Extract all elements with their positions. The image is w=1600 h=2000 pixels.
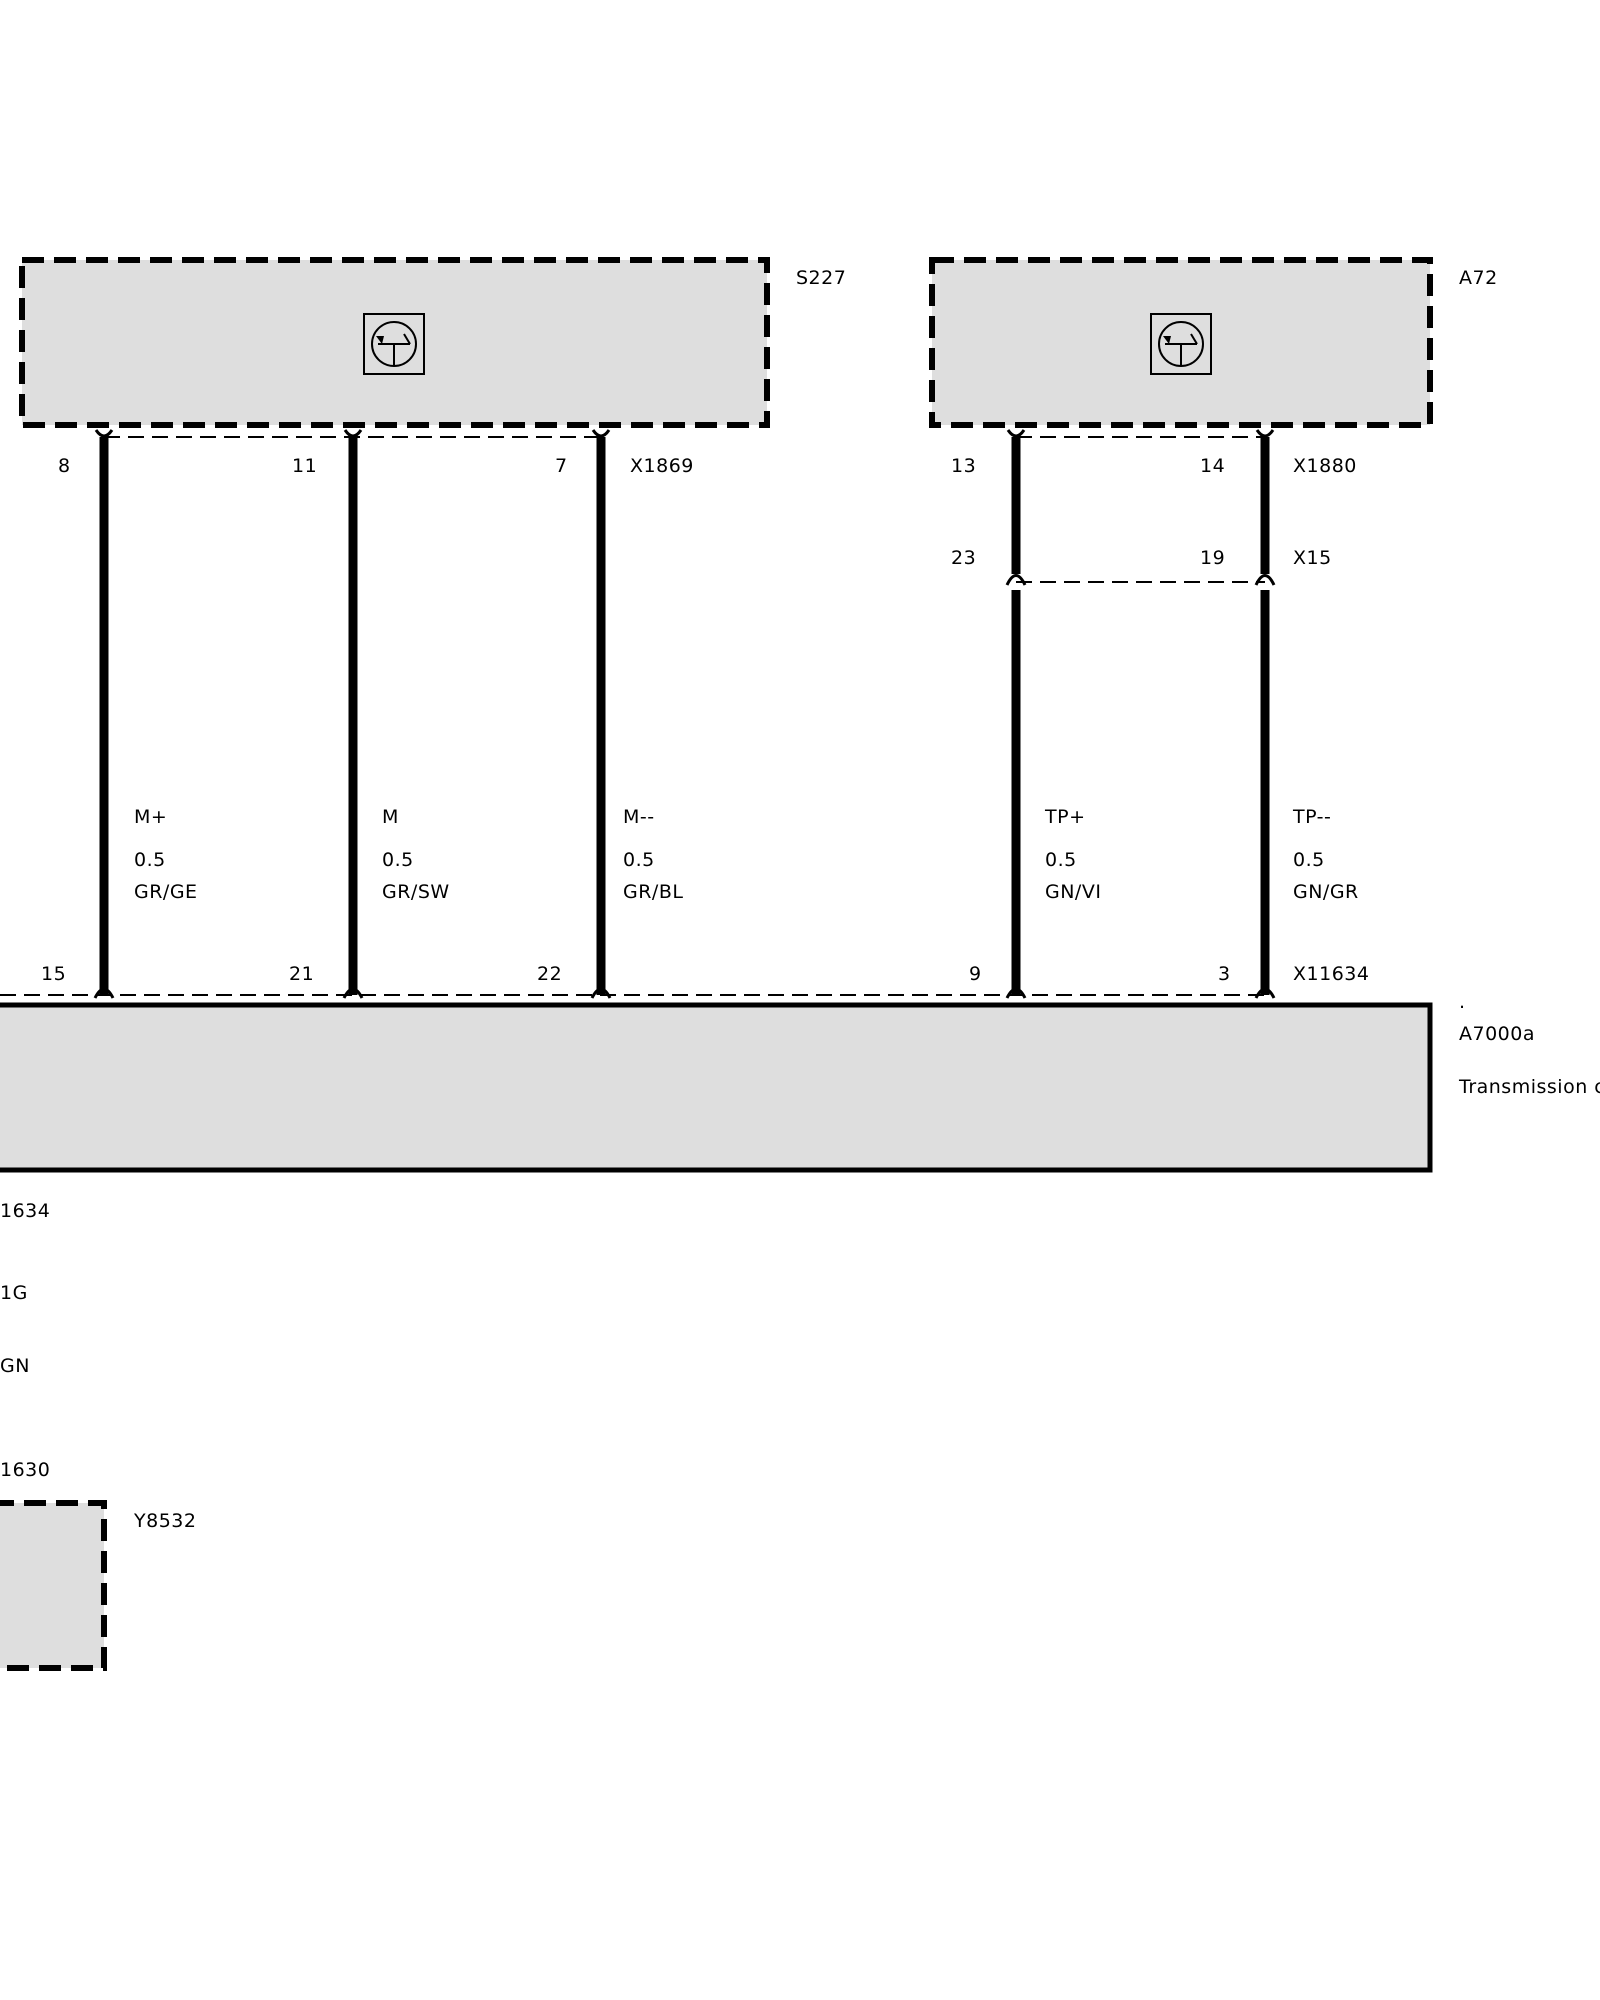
pin-terminal (591, 429, 611, 438)
pin-number: 13 (951, 455, 976, 477)
pin-number: 9 (969, 963, 982, 985)
pin-number: 21 (289, 963, 314, 985)
pin-number: 8 (58, 455, 71, 477)
left-cut-label-1: 1634 (0, 1200, 50, 1222)
wire-gauge: 0.5 (382, 849, 414, 871)
module-a72-id: A72 (1459, 267, 1498, 289)
wire-signal-name: M-- (623, 806, 655, 828)
pin-number: 7 (555, 455, 568, 477)
module-a72: A72 (929, 257, 1498, 428)
module-a7000a-dot: . (1459, 991, 1466, 1013)
module-y8532-id: Y8532 (133, 1510, 196, 1532)
pin-terminal (343, 429, 363, 438)
left-cut-label-4: 1630 (0, 1459, 50, 1481)
wire-color-code: GR/GE (134, 881, 198, 903)
left-cut-label-2: 1G (0, 1282, 28, 1304)
connector-x15-label: X15 (1293, 547, 1332, 569)
wire-color-code: GR/BL (623, 881, 683, 903)
wire-gauge: 0.5 (134, 849, 166, 871)
pin-number: 23 (951, 547, 976, 569)
left-cut-label-3: GN (0, 1355, 30, 1377)
wire-signal-name: M (382, 806, 399, 828)
wire-gauge: 0.5 (623, 849, 655, 871)
transistor-icon (1150, 313, 1212, 375)
module-a7000a: . A7000a Transmission co (0, 991, 1600, 1173)
wires (99, 437, 1270, 995)
connector-x11634-label: X11634 (1293, 963, 1369, 985)
module-a7000a-id: A7000a (1459, 1023, 1535, 1045)
pin-terminal (1255, 429, 1275, 438)
wire-signal-name: TP+ (1044, 806, 1085, 828)
module-a7000a-desc: Transmission co (1458, 1076, 1600, 1098)
pin-number: 19 (1200, 547, 1225, 569)
pin-terminal (590, 987, 612, 999)
wire-signal-name: M+ (134, 806, 167, 828)
pin-terminals (93, 429, 1276, 999)
module-a7000a-box (0, 1002, 1433, 1173)
pin-number: 3 (1218, 963, 1231, 985)
module-s227: S227 (19, 257, 846, 428)
pin-terminal (1005, 574, 1027, 586)
pin-number: 14 (1200, 455, 1225, 477)
pin-number: 22 (537, 963, 562, 985)
pin-number: 11 (292, 455, 317, 477)
wire-color-code: GR/SW (382, 881, 450, 903)
connector-x1869-label: X1869 (630, 455, 694, 477)
module-a72-box (929, 257, 1433, 428)
pin-terminal (1254, 574, 1276, 586)
pin-terminal (93, 987, 115, 999)
wire-signal-name: TP-- (1292, 806, 1331, 828)
pin-terminal (342, 987, 364, 999)
pin-number: 15 (41, 963, 66, 985)
pin-terminal (94, 429, 114, 438)
wire-color-code: GN/VI (1045, 881, 1101, 903)
module-s227-id: S227 (796, 267, 846, 289)
pin-terminal (1005, 987, 1027, 999)
wire-gauge: 0.5 (1293, 849, 1325, 871)
module-y8532: Y8532 (0, 1500, 196, 1671)
pin-terminal (1006, 429, 1026, 438)
pin-terminal (1254, 987, 1276, 999)
transistor-icon (363, 313, 425, 375)
wire-gauge: 0.5 (1045, 849, 1077, 871)
connector-x1880-label: X1880 (1293, 455, 1357, 477)
wire-color-code: GN/GR (1293, 881, 1359, 903)
module-y8532-box (0, 1500, 107, 1671)
module-s227-box (19, 257, 770, 428)
